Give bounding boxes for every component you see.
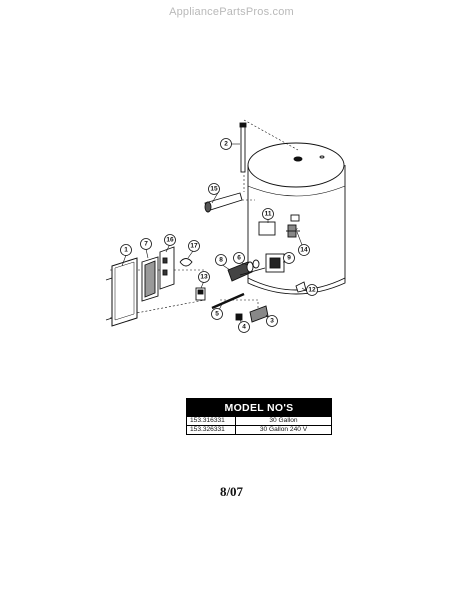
insulation-pad [141, 256, 159, 302]
callout-9-circle [283, 252, 295, 264]
callout-2: 2 [224, 141, 228, 148]
table-row: 153.326331 30 Gallon 240 V [186, 425, 332, 435]
callout-13-circle [208, 183, 220, 195]
callout-2-circle [220, 138, 232, 150]
element-nut [235, 313, 243, 321]
callout-4-circle [238, 321, 250, 333]
callout-14: 14 [300, 247, 308, 254]
callout-3: 3 [270, 318, 274, 325]
callout-16-circle [188, 240, 200, 252]
table-row: 153.316331 30 Gallon [186, 416, 332, 426]
date-code: 8/07 [219, 484, 244, 499]
callout-17: 13 [200, 274, 208, 281]
callout-17-circle [198, 271, 210, 283]
callout-9: 9 [287, 255, 291, 262]
callout-5: 5 [215, 311, 219, 318]
heating-element [227, 261, 266, 282]
callout-7: 7 [144, 241, 148, 248]
callout-15: 16 [166, 237, 174, 244]
callout-11-circle [262, 208, 274, 220]
callout-11: 11 [265, 211, 272, 218]
callout-8: 8 [219, 257, 223, 264]
callout-7-circle [140, 238, 152, 250]
relief-valve [286, 214, 300, 238]
model-description: 30 Gallon [235, 416, 332, 426]
callout-4: 4 [242, 324, 246, 331]
rating-plate [258, 221, 276, 236]
model-number: 153.316331 [186, 416, 236, 426]
element-gasket [252, 259, 260, 269]
callout-6-circle [233, 252, 245, 264]
callout-12-circle [306, 284, 318, 296]
callout-5-circle [211, 308, 223, 320]
access-door [111, 257, 138, 327]
callout-3-circle [266, 315, 278, 327]
tank-top [247, 142, 345, 188]
element-fitting [249, 305, 269, 323]
model-numbers-table: MODEL NO'S 153.316331 30 Gallon 153.3263… [186, 398, 332, 435]
callout-12: 12 [308, 287, 316, 294]
retaining-clip [179, 258, 193, 267]
tank-base-ring [247, 277, 346, 291]
model-table-header: MODEL NO'S [186, 398, 332, 417]
model-description: 30 Gallon 240 V [235, 425, 332, 435]
element-rod [211, 292, 245, 310]
drain-valve [295, 281, 307, 293]
callout-6: 6 [237, 255, 241, 262]
thermostat [265, 253, 285, 273]
callout-1-circle [120, 244, 132, 256]
callout-8-circle [215, 254, 227, 266]
callout-16: 17 [190, 243, 198, 250]
callout-1: 1 [124, 247, 128, 254]
terminal-block [195, 287, 206, 301]
thermostat-cover [159, 246, 175, 290]
callout-15-circle [164, 234, 176, 246]
callout-13: 15 [210, 186, 218, 193]
model-number: 153.326331 [186, 425, 236, 435]
callout-14-circle [298, 244, 310, 256]
watermark: AppliancePartsPros.com [169, 6, 294, 18]
dip-tube [240, 125, 246, 173]
anode-rod [204, 192, 243, 213]
